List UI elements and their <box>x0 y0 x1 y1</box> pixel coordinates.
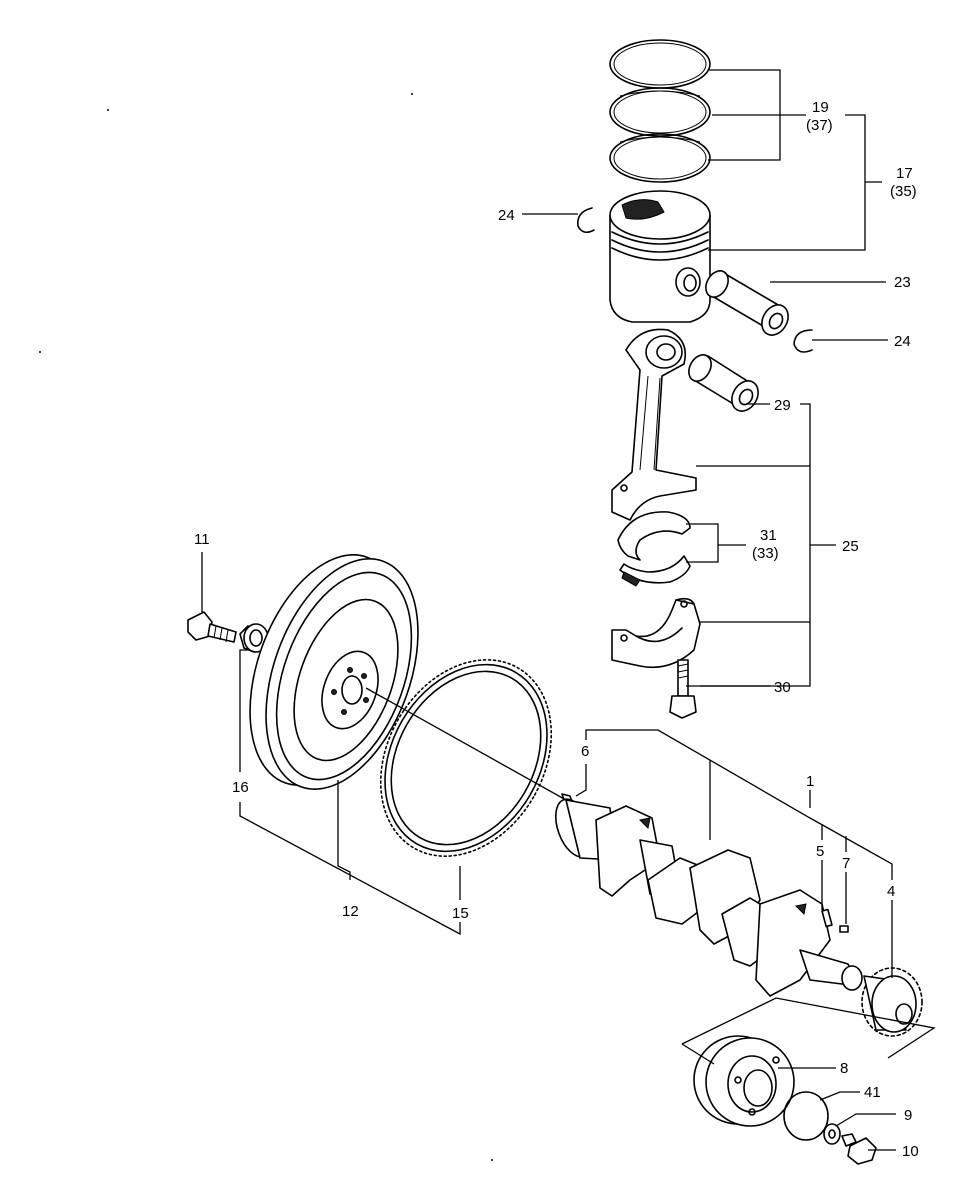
callout-19: 19 <box>812 99 829 116</box>
bearing-shells <box>617 511 691 587</box>
ring-gear <box>379 659 553 857</box>
pulley-bolt <box>841 1133 877 1165</box>
callout-29: 29 <box>774 397 791 414</box>
connecting-rod <box>611 328 697 521</box>
key-7 <box>839 925 849 933</box>
callout-23: 23 <box>894 274 911 291</box>
pin-bushing <box>688 354 759 412</box>
callout-24-left: 24 <box>498 207 515 224</box>
callout-30: 30 <box>774 679 791 696</box>
callout-labels: 19 (37) 17 (35) 24 23 24 29 31 (33) 25 3… <box>194 99 919 1160</box>
callout-31-alt: (33) <box>752 545 779 562</box>
crank-gear <box>861 967 923 1037</box>
piston <box>609 190 711 323</box>
callout-25: 25 <box>842 538 859 555</box>
callout-31: 31 <box>760 527 777 544</box>
oil-seal-housing <box>693 1035 795 1127</box>
callout-17-alt: (35) <box>890 183 917 200</box>
snap-ring-right <box>793 329 813 353</box>
callout-10: 10 <box>902 1143 919 1160</box>
piston-rings <box>609 39 711 183</box>
callout-6: 6 <box>581 743 589 760</box>
callout-5: 5 <box>816 843 824 860</box>
callout-1: 1 <box>806 773 814 790</box>
callout-16: 16 <box>232 779 249 796</box>
callout-9: 9 <box>904 1107 912 1124</box>
connecting-rod-cap <box>611 597 701 669</box>
callout-24-right: 24 <box>894 333 911 350</box>
callout-12: 12 <box>342 903 359 920</box>
crankshaft <box>554 798 863 997</box>
callout-15: 15 <box>452 905 469 922</box>
flywheel <box>249 554 419 790</box>
flywheel-bolt <box>187 611 237 643</box>
o-ring <box>783 1091 829 1141</box>
callout-11: 11 <box>194 531 210 548</box>
key-5 <box>821 908 833 928</box>
callout-8: 8 <box>840 1060 848 1077</box>
callout-17: 17 <box>896 165 913 182</box>
scan-specks <box>39 93 493 1161</box>
washer <box>823 1123 841 1145</box>
piston-pin <box>705 270 789 336</box>
callout-7: 7 <box>842 855 850 872</box>
callout-19-alt: (37) <box>806 117 833 134</box>
callout-41: 41 <box>864 1084 881 1101</box>
snap-ring-left <box>576 207 595 234</box>
leader-lines <box>201 69 936 1151</box>
callout-4: 4 <box>887 883 895 900</box>
rod-bolt <box>669 659 697 719</box>
